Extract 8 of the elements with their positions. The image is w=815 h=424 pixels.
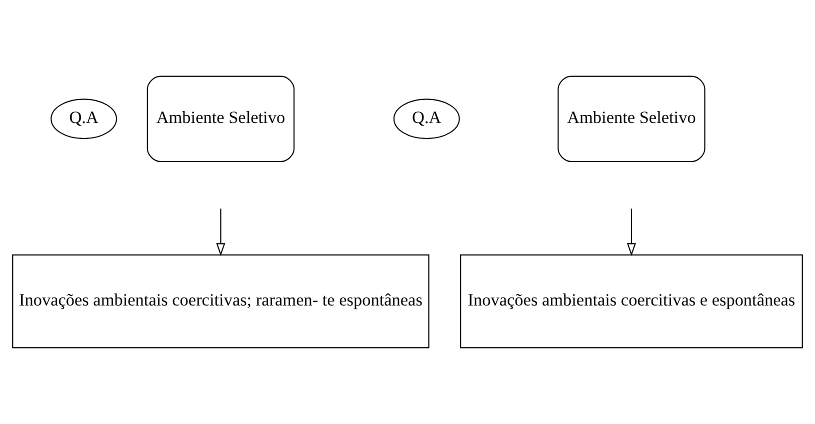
node-box: Inovações ambientais coercitivas e espontâneas — [460, 254, 803, 348]
node-ellipse: Q.A — [50, 98, 118, 140]
arrow — [626, 208, 636, 256]
node-box: Ambiente Seletivo — [146, 76, 295, 162]
arrow — [216, 208, 226, 256]
node-box: Ambiente Seletivo — [558, 76, 706, 162]
node-ellipse: Q.A — [393, 98, 460, 140]
node-box: Inovações ambientais coercitivas; raramen- te espontâneas — [12, 254, 430, 348]
